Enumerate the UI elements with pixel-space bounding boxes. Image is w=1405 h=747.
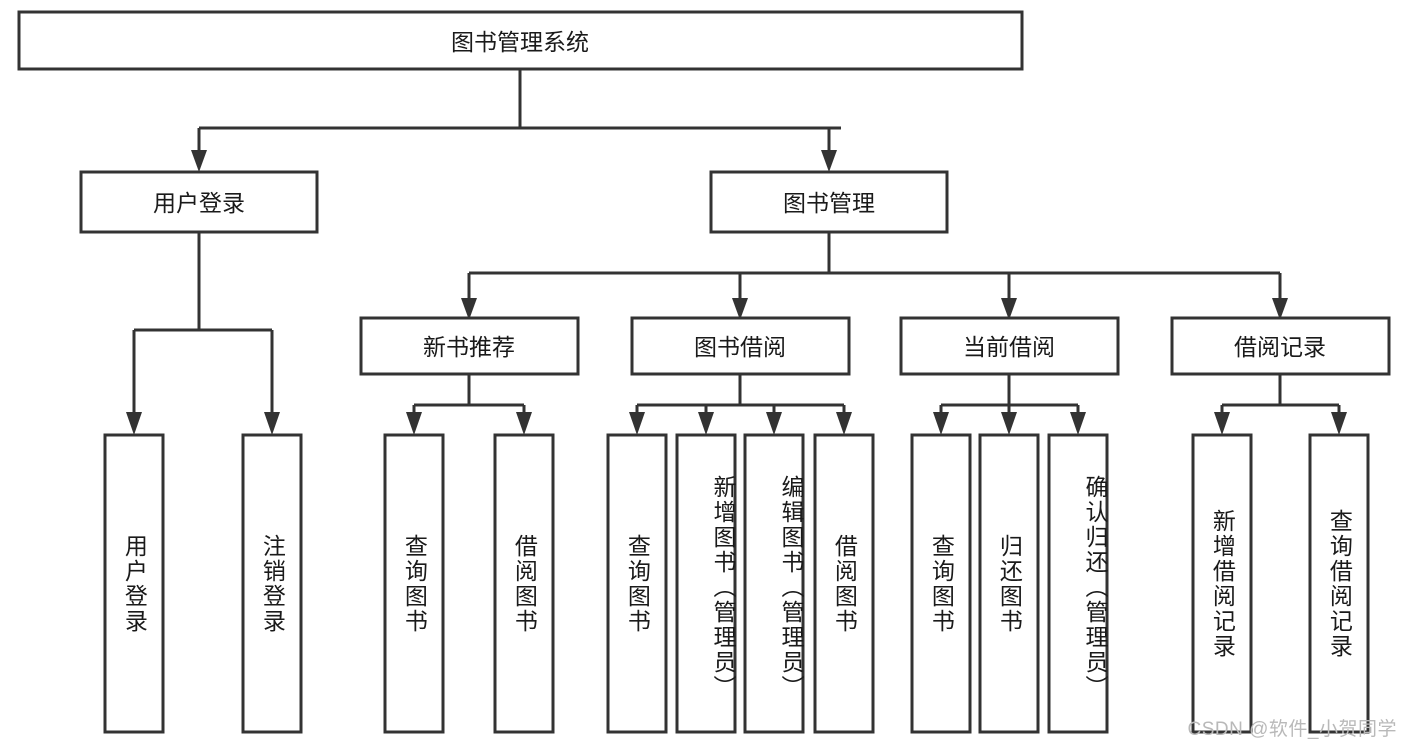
node-book-management-box[interactable] xyxy=(709,170,949,234)
node-new-book-recommend[interactable]: 新书推荐 xyxy=(359,316,580,376)
leaf-box-book-borrow-0[interactable] xyxy=(606,433,668,734)
arrow-head-icon xyxy=(1001,412,1017,435)
node-borrow-record-box[interactable] xyxy=(1170,316,1391,376)
node-user-login[interactable]: 用户登录 xyxy=(79,170,319,234)
arrow-head-icon xyxy=(1070,412,1086,435)
arrow-head-icon xyxy=(933,412,949,435)
node-book-borrow-label: 图书借阅 xyxy=(694,334,786,360)
arrow-head-icon xyxy=(698,412,714,435)
leaf-box-book-borrow-2[interactable] xyxy=(743,433,805,734)
arrow-head-icon xyxy=(732,298,748,320)
node-new-book-recommend-box[interactable] xyxy=(359,316,580,376)
node-borrow-record[interactable]: 借阅记录 xyxy=(1170,316,1391,376)
node-root-box[interactable] xyxy=(17,10,1024,71)
leaf-box-book-borrow-1[interactable] xyxy=(675,433,737,734)
arrow-head-icon xyxy=(191,150,207,172)
node-borrow-record-label: 借阅记录 xyxy=(1234,334,1326,360)
arrow-head-icon xyxy=(406,412,422,435)
arrow-head-icon xyxy=(629,412,645,435)
node-current-borrow[interactable]: 当前借阅 xyxy=(899,316,1120,376)
leaf-box-borrow-record-1[interactable] xyxy=(1308,433,1370,734)
connector-currentborrow-to-leaves xyxy=(933,374,1086,435)
connector-newbook-to-leaves xyxy=(406,374,532,435)
arrow-head-icon xyxy=(1272,298,1288,320)
leaf-box-user-login-1[interactable] xyxy=(241,433,303,734)
arrow-head-icon xyxy=(1214,412,1230,435)
connector-bookborrow-to-leaves xyxy=(629,374,852,435)
connector-bookmgmt-to-level3 xyxy=(461,232,1288,320)
connector-root-to-level2 xyxy=(191,69,841,172)
node-book-management-label: 图书管理 xyxy=(783,190,875,216)
node-root[interactable]: 图书管理系统 xyxy=(17,10,1024,71)
node-book-management[interactable]: 图书管理 xyxy=(709,170,949,234)
arrow-head-icon xyxy=(1331,412,1347,435)
leaf-box-new-book-1[interactable] xyxy=(493,433,555,734)
leaf-box-current-borrow-1[interactable] xyxy=(978,433,1040,734)
leaf-box-user-login-0[interactable] xyxy=(103,433,165,734)
connector-borrowrecord-to-leaves xyxy=(1214,374,1347,435)
node-book-borrow-box[interactable] xyxy=(630,316,851,376)
leaf-box-borrow-record-0[interactable] xyxy=(1191,433,1253,734)
node-user-login-label: 用户登录 xyxy=(153,190,245,216)
leaf-box-new-book-0[interactable] xyxy=(383,433,445,734)
arrow-head-icon xyxy=(126,412,142,435)
node-new-book-recommend-label: 新书推荐 xyxy=(423,334,515,360)
leaf-box-book-borrow-3[interactable] xyxy=(813,433,875,734)
node-root-label: 图书管理系统 xyxy=(451,29,589,55)
node-user-login-box[interactable] xyxy=(79,170,319,234)
arrow-head-icon xyxy=(264,412,280,435)
arrow-head-icon xyxy=(1001,298,1017,320)
arrow-head-icon xyxy=(516,412,532,435)
arrow-head-icon xyxy=(461,298,477,320)
csdn-watermark: CSDN @软件_小贺同学 xyxy=(1187,719,1397,740)
arrow-head-icon xyxy=(766,412,782,435)
arrow-head-icon xyxy=(821,150,837,172)
node-book-borrow[interactable]: 图书借阅 xyxy=(630,316,851,376)
node-current-borrow-label: 当前借阅 xyxy=(963,334,1055,360)
node-current-borrow-box[interactable] xyxy=(899,316,1120,376)
arrow-head-icon xyxy=(836,412,852,435)
leaf-box-current-borrow-0[interactable] xyxy=(910,433,972,734)
connector-userlogin-to-leaves xyxy=(126,232,280,435)
leaf-box-current-borrow-2[interactable] xyxy=(1047,433,1109,734)
